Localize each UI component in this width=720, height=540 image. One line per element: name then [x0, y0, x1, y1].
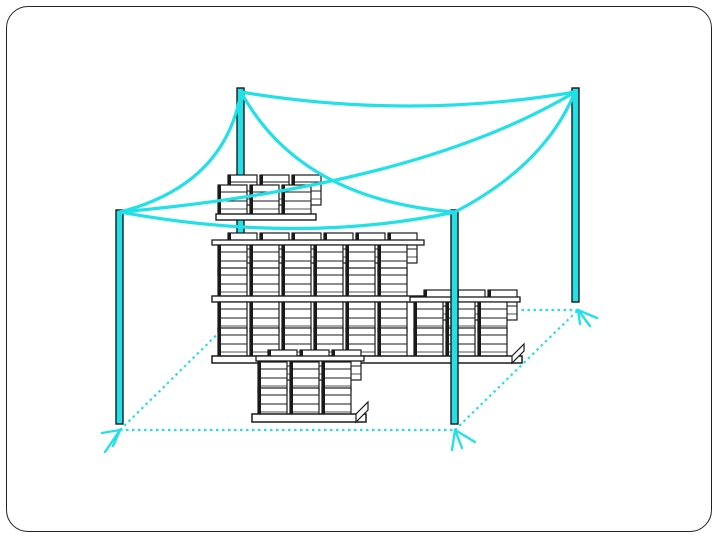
drum-stack-front: [251, 349, 369, 424]
ground-anchor-back-right: [576, 308, 599, 328]
ground-anchor-front-left: [100, 428, 122, 454]
cables: [118, 90, 577, 231]
ground-anchor-front-right: [450, 428, 477, 452]
pole-back-right: [571, 87, 580, 303]
pole-front-left: [115, 209, 124, 425]
drum-stack-top: [215, 174, 322, 221]
ground-outline: [119, 308, 579, 432]
drum-stack-bottom: [211, 289, 525, 365]
pole-front-right: [450, 209, 459, 425]
drum-stack-middle: [211, 232, 425, 303]
